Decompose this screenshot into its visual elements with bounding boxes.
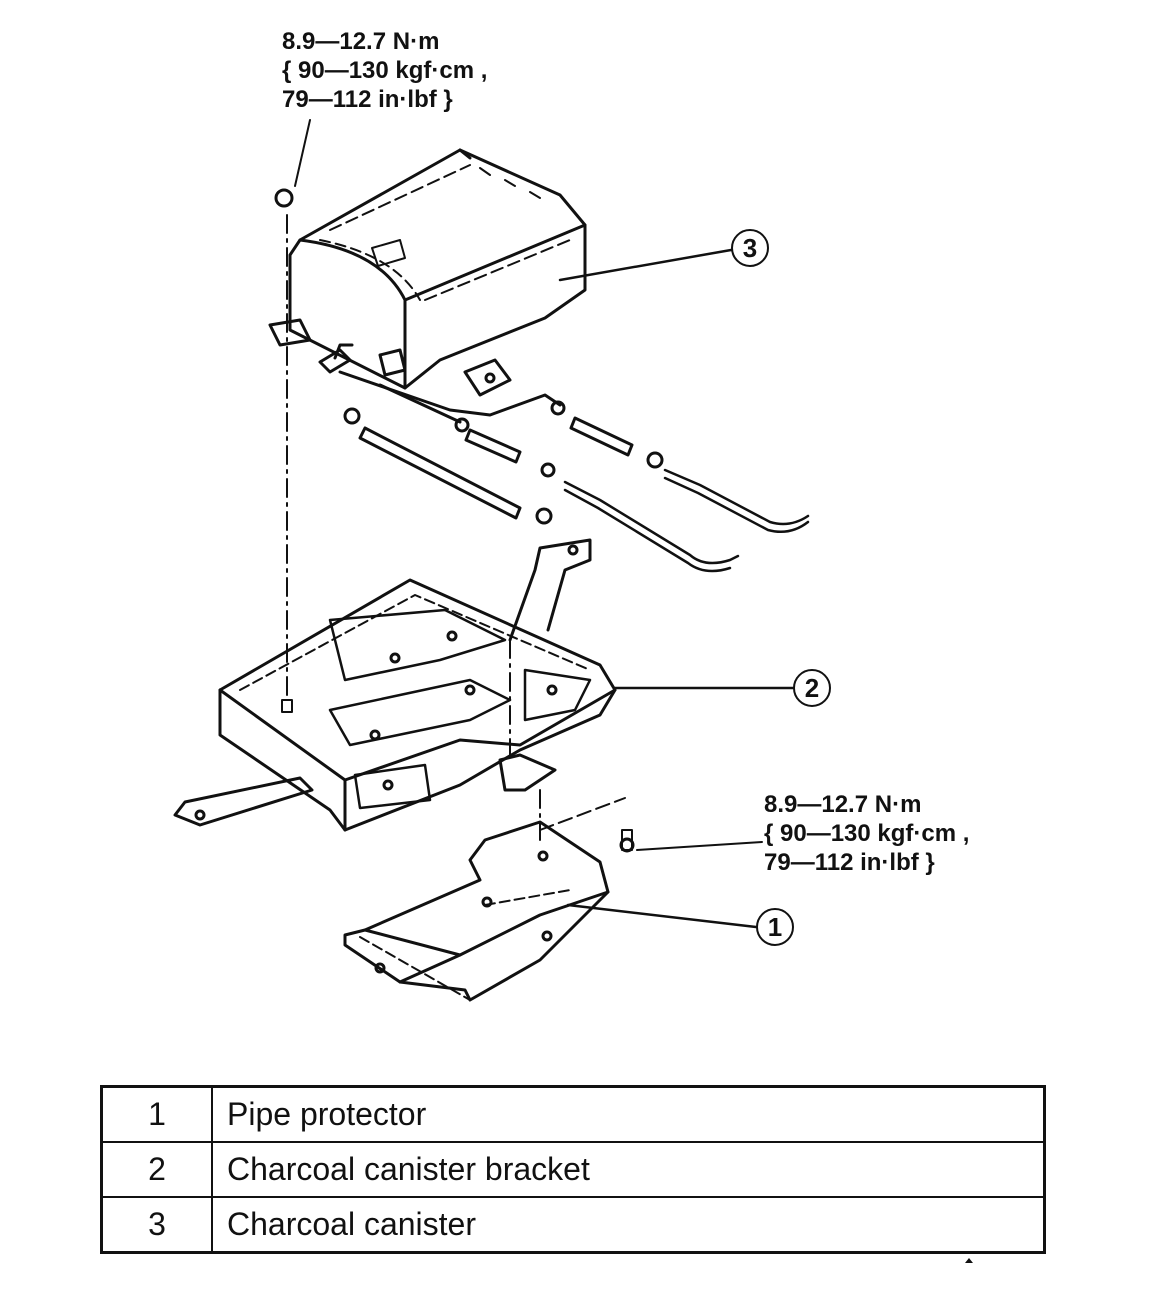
- pipe-protector-drawing: [343, 797, 626, 1002]
- leader-line-3: [558, 248, 733, 282]
- canister-bracket-drawing: [173, 538, 617, 841]
- small-triangle-mark: [965, 1258, 973, 1263]
- table-row: 2 Charcoal canister bracket: [100, 1141, 1046, 1198]
- callout-part-3: 3: [731, 229, 769, 267]
- torque-top-inlbf: 79—112 in·lbf }: [282, 86, 453, 113]
- torque-bottom-nm: 8.9—12.7 N·m: [764, 791, 922, 818]
- table-row: 1 Pipe protector: [100, 1085, 1046, 1143]
- torque-spec-bottom: 8.9—12.7 N·m { 90—130 kgf·cm , 79—112 in…: [764, 790, 969, 877]
- part-name: Charcoal canister: [211, 1196, 1046, 1254]
- torque-bottom-kgfcm: { 90—130 kgf·cm ,: [764, 820, 970, 847]
- bolt-top-drawing: [274, 119, 311, 713]
- bolt-bottom-drawing: [619, 829, 763, 853]
- callout-part-1: 1: [756, 908, 794, 946]
- part-number: 2: [100, 1141, 213, 1198]
- part-name: Charcoal canister bracket: [211, 1141, 1046, 1198]
- callout-part-2: 2: [793, 669, 831, 707]
- part-name: Pipe protector: [211, 1085, 1046, 1143]
- part-number: 3: [100, 1196, 213, 1254]
- parts-legend-table: 1 Pipe protector 2 Charcoal canister bra…: [100, 1085, 1046, 1254]
- part-number: 1: [100, 1085, 213, 1143]
- torque-spec-top: 8.9—12.7 N·m { 90—130 kgf·cm , 79—112 in…: [282, 27, 487, 114]
- torque-bottom-inlbf: 79—112 in·lbf }: [764, 849, 935, 876]
- exploded-view-drawing: [173, 119, 810, 1002]
- torque-top-nm: 8.9—12.7 N·m: [282, 28, 440, 55]
- table-row: 3 Charcoal canister: [100, 1196, 1046, 1254]
- leader-line-1: [566, 903, 758, 929]
- charcoal-canister-drawing: [268, 148, 587, 424]
- hoses-drawing: [343, 400, 810, 573]
- torque-top-kgfcm: { 90—130 kgf·cm ,: [282, 57, 488, 84]
